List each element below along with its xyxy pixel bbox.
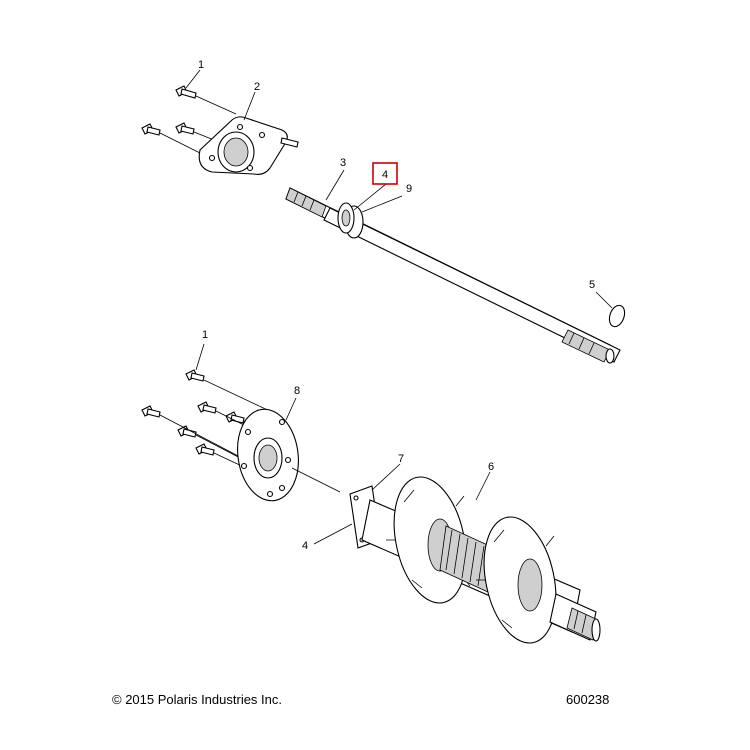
- callout-6: 6: [488, 461, 494, 473]
- callout-9: 9: [406, 183, 412, 195]
- callout-4-bottom: 4: [302, 540, 308, 552]
- drive-shaft: [285, 187, 621, 364]
- drive-shaft-sprocket-assembly: [349, 476, 601, 644]
- shaft-bearing: [337, 202, 364, 239]
- bolt-icon: [175, 122, 195, 135]
- bearing-flange-plate: [198, 116, 299, 175]
- bolt-icon: [177, 425, 197, 438]
- callout-4-top: 4: [382, 169, 388, 181]
- bolt-icon: [141, 123, 161, 136]
- diagram-number: 600238: [566, 692, 609, 707]
- bolt-icon: [197, 401, 217, 414]
- callout-1-top: 1: [198, 59, 204, 71]
- callout-2: 2: [254, 81, 260, 93]
- o-ring: [608, 304, 626, 328]
- callout-4-highlight-box: [372, 162, 398, 185]
- callout-7: 7: [398, 453, 404, 465]
- copyright-notice: © 2015 Polaris Industries Inc.: [112, 692, 282, 707]
- callout-8: 8: [294, 385, 300, 397]
- callout-3: 3: [340, 157, 346, 169]
- bolt-icon: [185, 369, 205, 382]
- bolt-icon: [175, 85, 197, 99]
- callout-5: 5: [589, 279, 595, 291]
- bolt-icon: [141, 405, 161, 418]
- round-bearing-flange: [237, 408, 299, 502]
- bolt-icon: [195, 443, 215, 456]
- callout-1-bottom: 1: [202, 329, 208, 341]
